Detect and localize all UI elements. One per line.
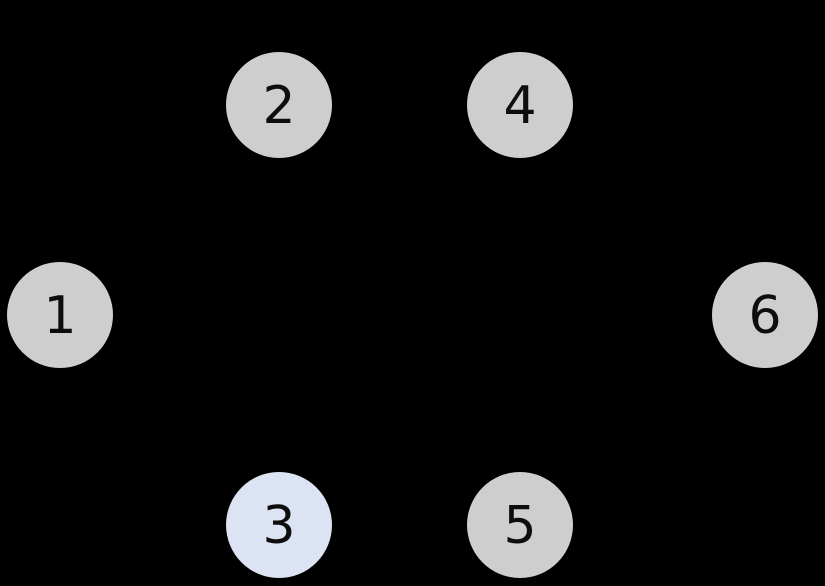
nodes-layer: 1 2 3 4 5 6: [7, 52, 818, 578]
edges-layer: [59, 104, 766, 526]
node-label-1: 1: [43, 286, 76, 346]
node-circle-3[interactable]: [226, 472, 332, 578]
graph-edge-4-6: [519, 104, 766, 316]
node-circle-6[interactable]: [712, 262, 818, 368]
graph-node-6[interactable]: 6: [712, 262, 818, 368]
node-label-3: 3: [262, 496, 295, 556]
graph-node-1[interactable]: 1: [7, 262, 113, 368]
node-circle-1[interactable]: [7, 262, 113, 368]
node-label-4: 4: [503, 76, 536, 136]
node-label-5: 5: [503, 496, 536, 556]
graph-node-2[interactable]: 2: [226, 52, 332, 158]
graph-node-4[interactable]: 4: [467, 52, 573, 158]
graph-edge-5-6: [519, 314, 766, 526]
node-circle-4[interactable]: [467, 52, 573, 158]
graph-node-5[interactable]: 5: [467, 472, 573, 578]
node-circle-2[interactable]: [226, 52, 332, 158]
node-label-2: 2: [262, 76, 295, 136]
node-circle-5[interactable]: [467, 472, 573, 578]
graph-node-3[interactable]: 3: [226, 472, 332, 578]
node-label-6: 6: [748, 286, 781, 346]
